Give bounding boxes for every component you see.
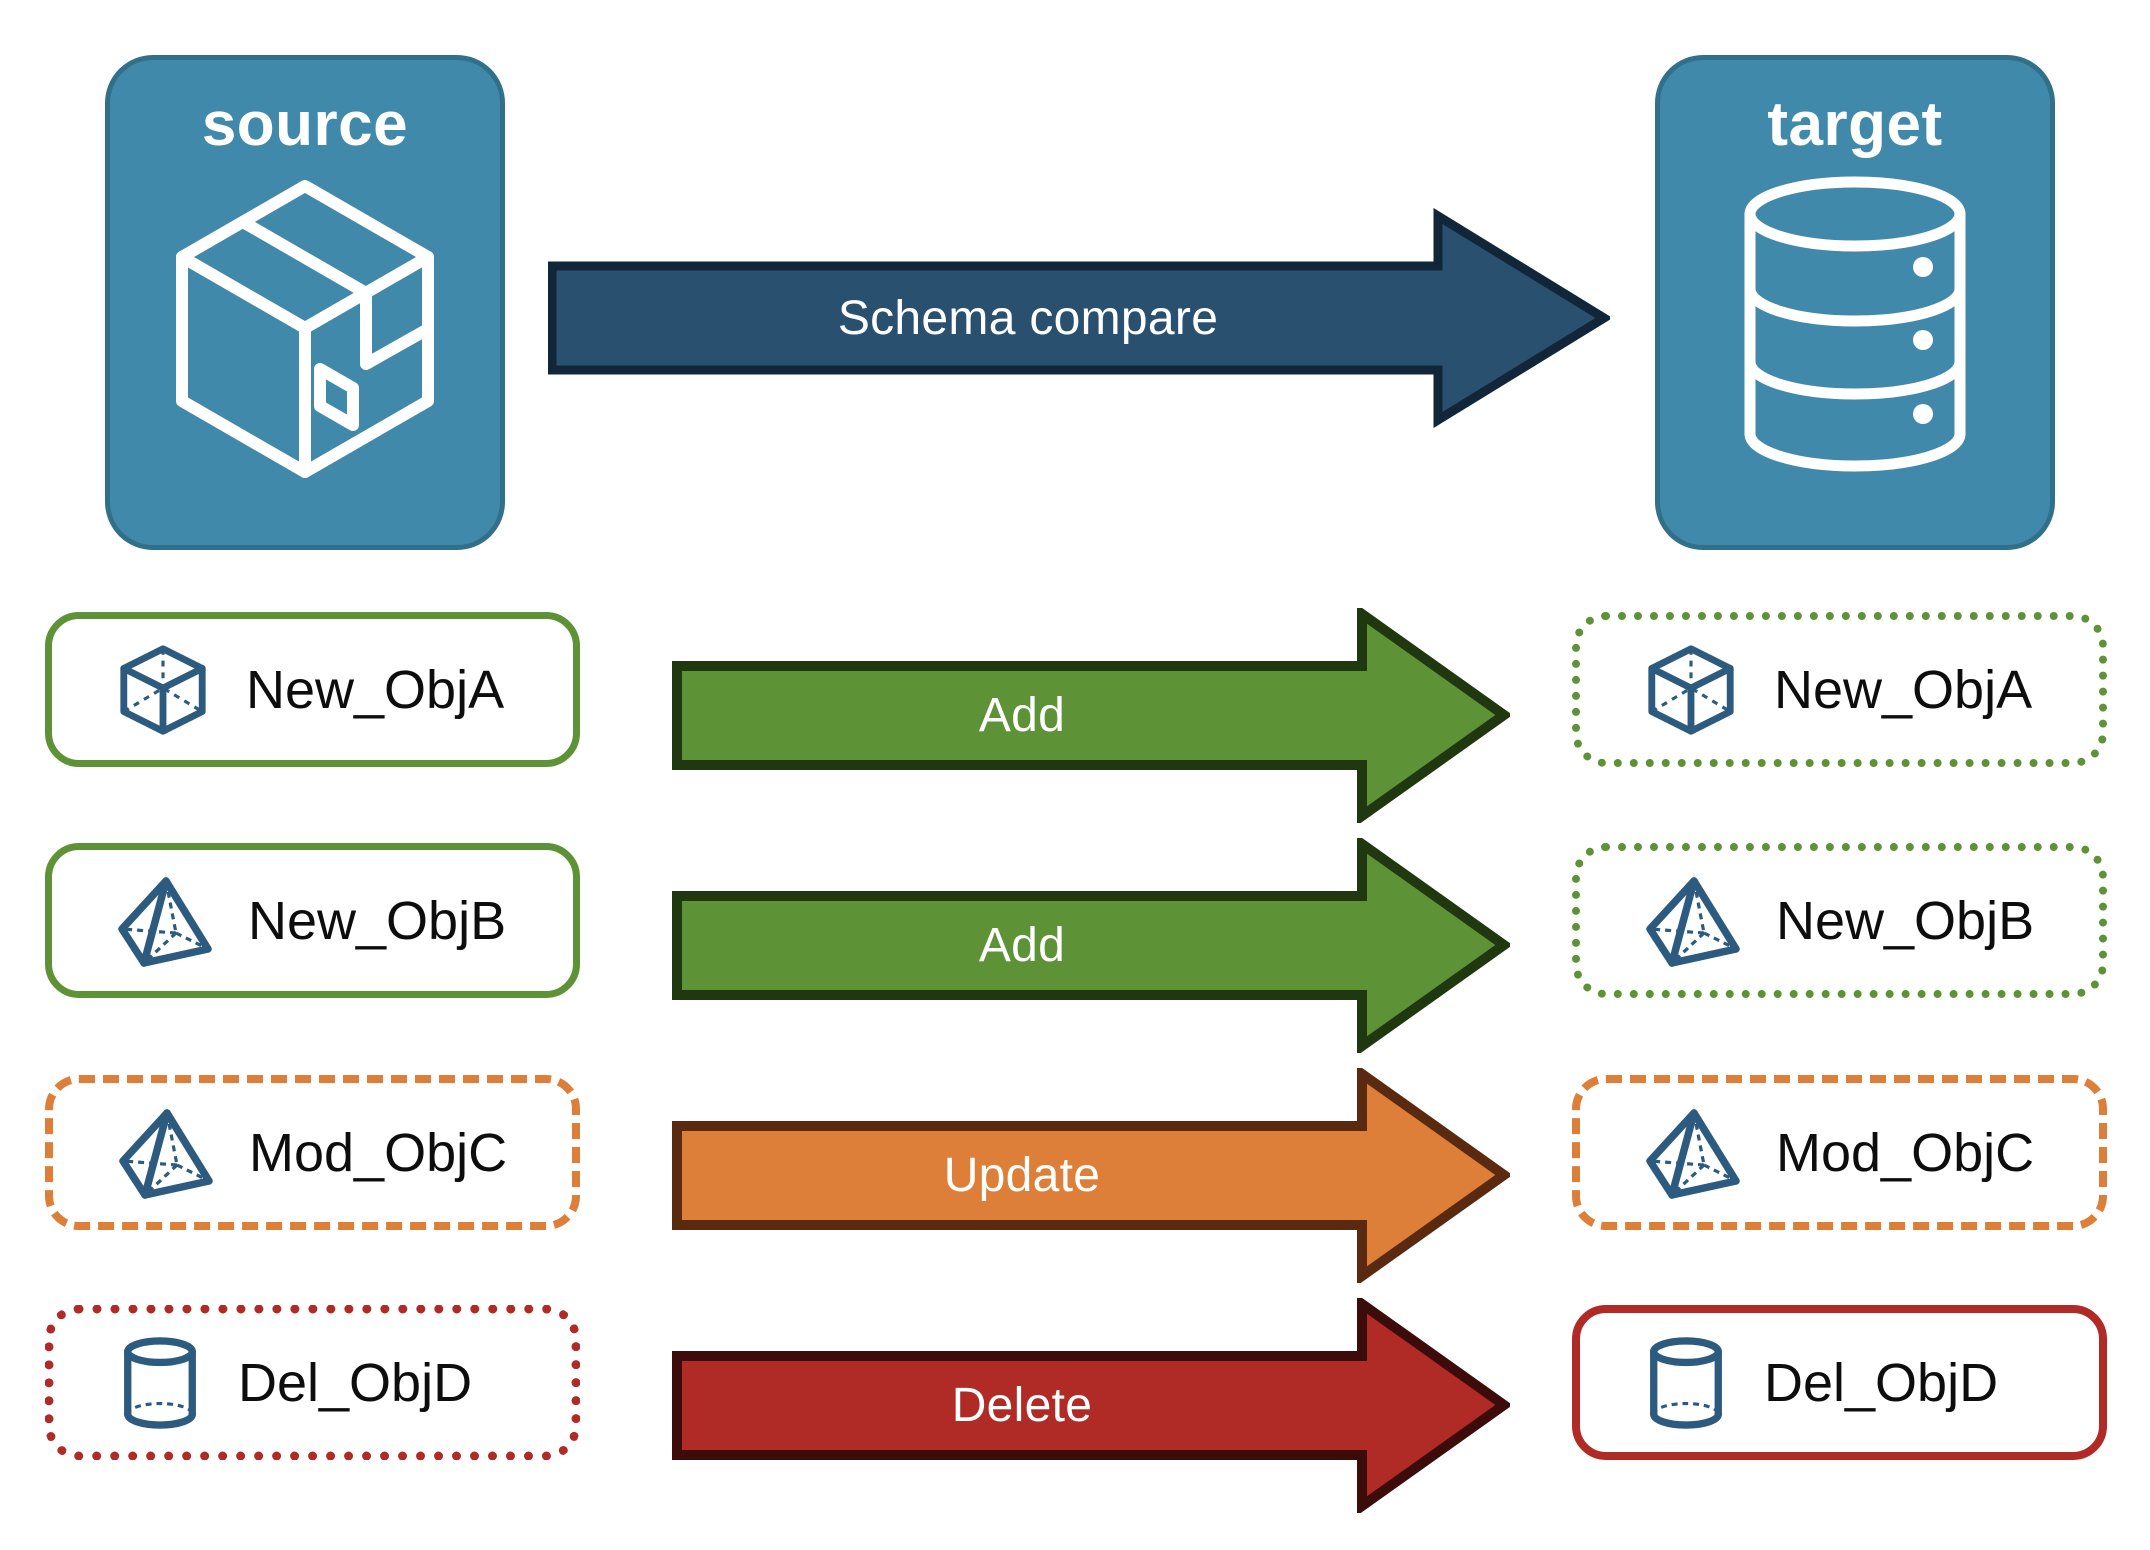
cube-wireframe-icon <box>120 644 206 735</box>
source-object-card-1[interactable]: New_ObjB <box>45 843 580 998</box>
target-title: target <box>1767 90 1943 159</box>
source-object-label-2: Mod_ObjC <box>249 1122 508 1183</box>
add-arrow-1[interactable] <box>672 838 1510 1053</box>
target-endpoint-card[interactable]: target <box>1655 55 2055 550</box>
cube-wireframe-icon <box>1648 644 1734 735</box>
target-object-label-0: New_ObjA <box>1774 659 2033 720</box>
source-endpoint-card[interactable]: source <box>105 55 505 550</box>
pyramid-wireframe-icon <box>1646 1108 1740 1199</box>
source-object-card-2[interactable]: Mod_ObjC <box>45 1075 580 1230</box>
source-object-label-0: New_ObjA <box>246 659 505 720</box>
add-arrow-0[interactable] <box>672 608 1510 823</box>
target-object-card-2[interactable]: Mod_ObjC <box>1572 1075 2107 1230</box>
target-object-label-3: Del_ObjD <box>1764 1352 1999 1413</box>
target-object-label-2: Mod_ObjC <box>1776 1122 2035 1183</box>
cylinder-wireframe-icon <box>124 1336 196 1429</box>
source-object-card-0[interactable]: New_ObjA <box>45 612 580 767</box>
source-object-label-3: Del_ObjD <box>238 1352 473 1413</box>
package-box-icon <box>176 180 434 478</box>
pyramid-wireframe-icon <box>1646 876 1740 967</box>
target-object-card-1[interactable]: New_ObjB <box>1572 843 2107 998</box>
target-object-card-0[interactable]: New_ObjA <box>1572 612 2107 767</box>
schema-compare-arrow[interactable] <box>548 208 1610 428</box>
pyramid-wireframe-icon <box>119 1108 213 1199</box>
target-object-card-3[interactable]: Del_ObjD <box>1572 1305 2107 1460</box>
database-cylinder-icon <box>1744 176 1966 472</box>
source-object-card-3[interactable]: Del_ObjD <box>45 1305 580 1460</box>
cylinder-wireframe-icon <box>1650 1336 1722 1429</box>
pyramid-wireframe-icon <box>118 876 212 967</box>
source-title: source <box>201 90 409 159</box>
update-arrow-2[interactable] <box>672 1068 1510 1283</box>
source-object-label-1: New_ObjB <box>248 890 507 951</box>
target-object-label-1: New_ObjB <box>1776 890 2035 951</box>
delete-arrow-3[interactable] <box>672 1298 1510 1513</box>
